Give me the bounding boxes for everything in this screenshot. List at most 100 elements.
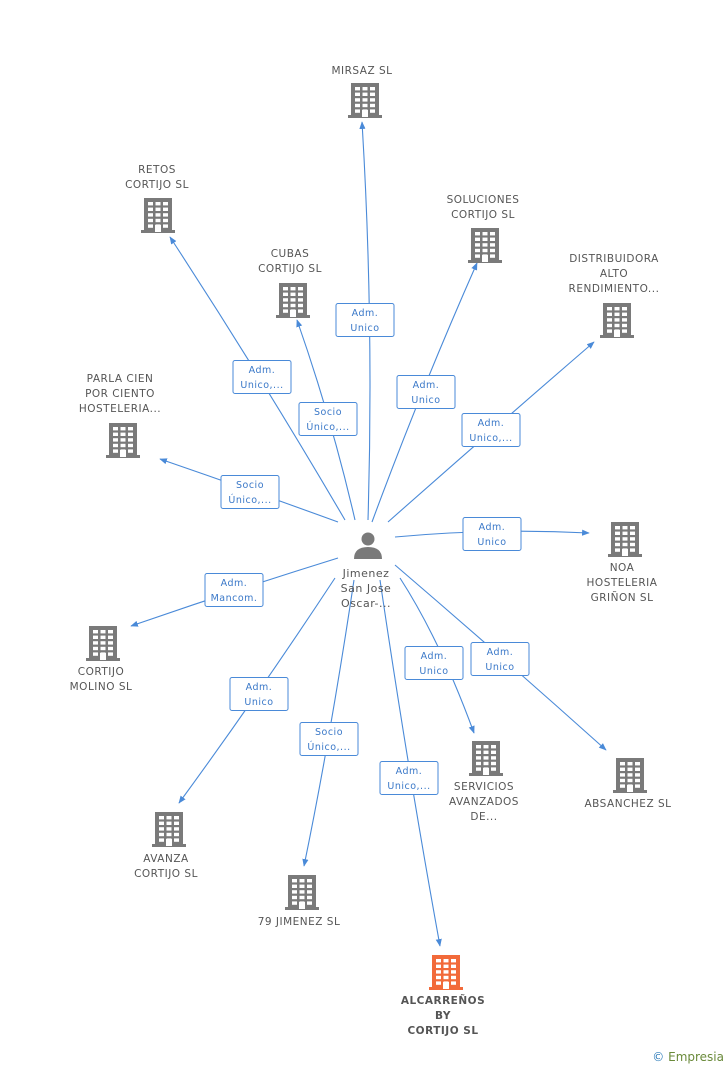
- company-label-line: CORTIJO: [78, 666, 125, 678]
- edge-label-line: Unico: [485, 662, 514, 673]
- edge-label-mirsaz[interactable]: Adm. Unico: [335, 303, 395, 337]
- company-label-line: CORTIJO SL: [258, 263, 322, 275]
- building-icon[interactable]: [106, 423, 140, 458]
- building-icon[interactable]: [429, 955, 463, 990]
- edge-label-line: Adm.: [478, 418, 505, 429]
- person-label-line: Jimenez: [342, 567, 390, 580]
- edge-label-avanza[interactable]: Adm. Unico: [229, 677, 289, 711]
- person-label-line: Oscar-...: [341, 597, 391, 610]
- edge-label-line: Adm.: [221, 578, 248, 589]
- company-label-line: CORTIJO SL: [407, 1025, 478, 1037]
- company-label-line: HOSTELERIA: [587, 577, 658, 589]
- edge-label-line: Unico: [411, 395, 440, 406]
- company-label-line: CORTIJO SL: [451, 209, 515, 221]
- company-label-line: SOLUCIONES: [447, 194, 520, 206]
- edge-label-absanchez[interactable]: Adm. Unico: [470, 642, 530, 676]
- company-node-soluciones[interactable]: SOLUCIONES CORTIJO SL: [447, 194, 520, 263]
- edge-label-line: Mancom.: [211, 593, 258, 604]
- edge-label-molino[interactable]: Adm. Mancom.: [204, 573, 264, 607]
- edge-label-line: Unico,...: [240, 380, 283, 391]
- company-label-line: BY: [435, 1010, 451, 1022]
- edge-label-line: Socio: [315, 727, 343, 738]
- edge-label-line: Adm.: [352, 308, 379, 319]
- person-label-line: San Jose: [341, 582, 392, 595]
- edge-label-line: Adm.: [487, 647, 514, 658]
- company-node-absanchez[interactable]: ABSANCHEZ SL: [584, 758, 671, 810]
- company-node-distribuidora[interactable]: DISTRIBUIDORA ALTO RENDIMIENTO...: [569, 253, 660, 338]
- edge-label-line: Adm.: [479, 522, 506, 533]
- brand-name: Empresia: [668, 1050, 724, 1064]
- edge-label-parla[interactable]: SocioÚnico,...: [220, 475, 280, 509]
- edge-label-soluciones[interactable]: Adm. Unico: [396, 375, 456, 409]
- company-label-line: POR CIENTO: [85, 388, 155, 400]
- company-label-line: ABSANCHEZ SL: [584, 798, 671, 810]
- edge-label-line: Adm.: [249, 365, 276, 376]
- building-icon[interactable]: [348, 83, 382, 118]
- edge-label-line: Unico: [419, 666, 448, 677]
- company-node-parla[interactable]: PARLA CIEN POR CIENTO HOSTELERIA...: [79, 373, 161, 458]
- company-node-jimenez79[interactable]: 79 JIMENEZ SL: [258, 875, 341, 928]
- company-label-line: CORTIJO SL: [125, 179, 189, 191]
- company-label-line: DE...: [470, 811, 497, 823]
- company-node-molino[interactable]: CORTIJO MOLINO SL: [70, 626, 133, 693]
- company-node-mirsaz[interactable]: MIRSAZ SL: [331, 65, 392, 118]
- edge-label-line: Único,...: [306, 421, 349, 433]
- edge-label-cubas[interactable]: SocioÚnico,...: [298, 402, 358, 436]
- building-icon[interactable]: [276, 283, 310, 318]
- building-icon[interactable]: [141, 198, 175, 233]
- edge-label-line: Unico: [244, 697, 273, 708]
- company-label-line: ALCARREÑOS: [401, 994, 485, 1007]
- building-icon[interactable]: [86, 626, 120, 661]
- edge-label-line: Adm.: [413, 380, 440, 391]
- building-icon[interactable]: [600, 303, 634, 338]
- company-label-line: NOA: [610, 562, 635, 574]
- company-label-line: 79 JIMENEZ SL: [258, 916, 341, 928]
- building-icon[interactable]: [285, 875, 319, 910]
- edge-label-noa[interactable]: Adm. Unico: [462, 517, 522, 551]
- company-label-line: RENDIMIENTO...: [569, 283, 660, 295]
- company-label-line: RETOS: [138, 164, 176, 176]
- edge-label-line: Unico: [477, 537, 506, 548]
- edge-label-line: Adm.: [246, 682, 273, 693]
- company-label-line: ALTO: [600, 268, 628, 280]
- edge-label-alcarrenos[interactable]: Adm. Unico,...: [379, 761, 439, 795]
- person-icon[interactable]: [354, 532, 382, 560]
- company-label-line: CORTIJO SL: [134, 868, 198, 880]
- edge-label-jimenez79[interactable]: SocioÚnico,...: [299, 722, 359, 756]
- edge-label-line: Unico,...: [387, 781, 430, 792]
- edge-label-retos[interactable]: Adm. Unico,...: [232, 360, 292, 394]
- edge-label-line: Unico: [350, 323, 379, 334]
- company-label-line: HOSTELERIA...: [79, 403, 161, 415]
- company-label-line: AVANZA: [143, 853, 189, 865]
- edge-label-line: Unico,...: [469, 433, 512, 444]
- edge-label-distribuidora[interactable]: Adm. Unico,...: [461, 413, 521, 447]
- company-node-avanza[interactable]: AVANZA CORTIJO SL: [134, 812, 198, 880]
- edge-label-line: Adm.: [396, 766, 423, 777]
- building-icon[interactable]: [468, 228, 502, 263]
- company-label-line: GRIÑON SL: [591, 591, 654, 604]
- edge-label-line: Adm.: [421, 651, 448, 662]
- edge-label-line: Único,...: [307, 741, 350, 753]
- company-node-alcarrenos[interactable]: ALCARREÑOS BY CORTIJO SL: [401, 955, 485, 1037]
- company-label-line: MOLINO SL: [70, 681, 133, 693]
- company-node-servicios[interactable]: SERVICIOS AVANZADOS DE...: [449, 741, 519, 823]
- building-icon[interactable]: [152, 812, 186, 847]
- edge-label-line: Único,...: [228, 494, 271, 506]
- edge-label-servicios[interactable]: Adm. Unico: [404, 646, 464, 680]
- company-node-retos[interactable]: RETOS CORTIJO SL: [125, 164, 189, 233]
- company-label-line: AVANZADOS: [449, 796, 519, 808]
- edge-label-line: Socio: [236, 480, 264, 491]
- copyright-symbol: ©: [652, 1050, 665, 1064]
- edge-labels-layer: Adm.UnicoAdm.Unico,...SocioÚnico,...Adm.…: [204, 303, 530, 795]
- company-node-noa[interactable]: NOA HOSTELERIA GRIÑON SL: [587, 522, 658, 604]
- company-label-line: SERVICIOS: [454, 781, 514, 793]
- building-icon[interactable]: [613, 758, 647, 793]
- company-label-line: DISTRIBUIDORA: [569, 253, 659, 265]
- company-label-line: PARLA CIEN: [87, 373, 154, 385]
- building-icon[interactable]: [469, 741, 503, 776]
- building-icon[interactable]: [608, 522, 642, 557]
- edge-label-line: Socio: [314, 407, 342, 418]
